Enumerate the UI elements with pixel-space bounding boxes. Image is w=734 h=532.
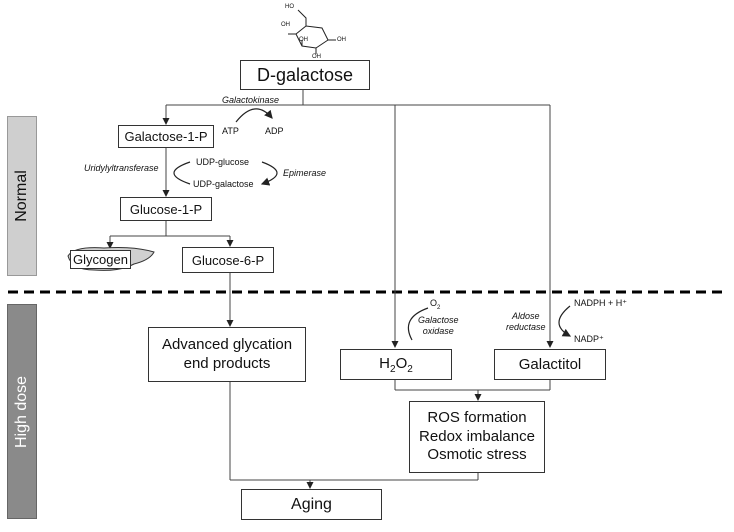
aging-box: Aging: [241, 489, 382, 520]
uridylyl-curve: [173, 161, 191, 185]
atp-label: ATP: [222, 126, 239, 136]
epimerase-label: Epimerase: [283, 168, 327, 178]
ros-formation-box: ROS formation Redox imbalance Osmotic st…: [409, 401, 545, 473]
galactose-oxidase-label: Galactose oxidase: [418, 315, 459, 336]
aldose-reductase-label: Aldose reductase: [506, 311, 546, 332]
glycogen-label: Glycogen: [70, 250, 131, 269]
structure-oh-label: OH: [299, 37, 308, 43]
h2o2-box: H2O2: [340, 349, 452, 380]
galactose-structure-icon: [288, 9, 336, 54]
o2-label: O2: [430, 298, 441, 311]
glucose-6-p-box: Glucose-6-P: [182, 247, 274, 273]
glucose-1-p-box: Glucose-1-P: [120, 197, 212, 221]
galactitol-box: Galactitol: [494, 349, 606, 380]
nadp-label: NADP⁺: [574, 334, 604, 344]
atp-adp-curve: [235, 108, 273, 123]
high-dose-section-label: High dose: [7, 304, 37, 519]
aldose-reductase-curve: [558, 305, 572, 337]
structure-oh-label: OH: [281, 22, 290, 28]
advanced-glycation-box: Advanced glycation end products: [148, 327, 306, 382]
uridylyltransferase-label: Uridylyltransferase: [84, 163, 159, 173]
epimerase-curve: [260, 161, 278, 186]
nadph-label: NADPH + H⁺: [574, 298, 628, 308]
structure-oh-label: OH: [337, 37, 346, 43]
galactokinase-label: Galactokinase: [222, 95, 280, 105]
udp-glucose-label: UDP-glucose: [196, 157, 250, 167]
galactose-1-p-box: Galactose-1-P: [118, 125, 214, 148]
normal-section-label: Normal: [7, 116, 37, 276]
udp-galactose-label: UDP-galactose: [193, 179, 254, 189]
h2o2-formula: H2O2: [379, 354, 413, 375]
structure-ho-label: HO: [285, 4, 294, 10]
adp-label: ADP: [265, 126, 284, 136]
d-galactose-box: D-galactose: [240, 60, 370, 90]
structure-oh-label: OH: [312, 54, 321, 60]
galactose-oxidase-curve: [407, 307, 429, 341]
